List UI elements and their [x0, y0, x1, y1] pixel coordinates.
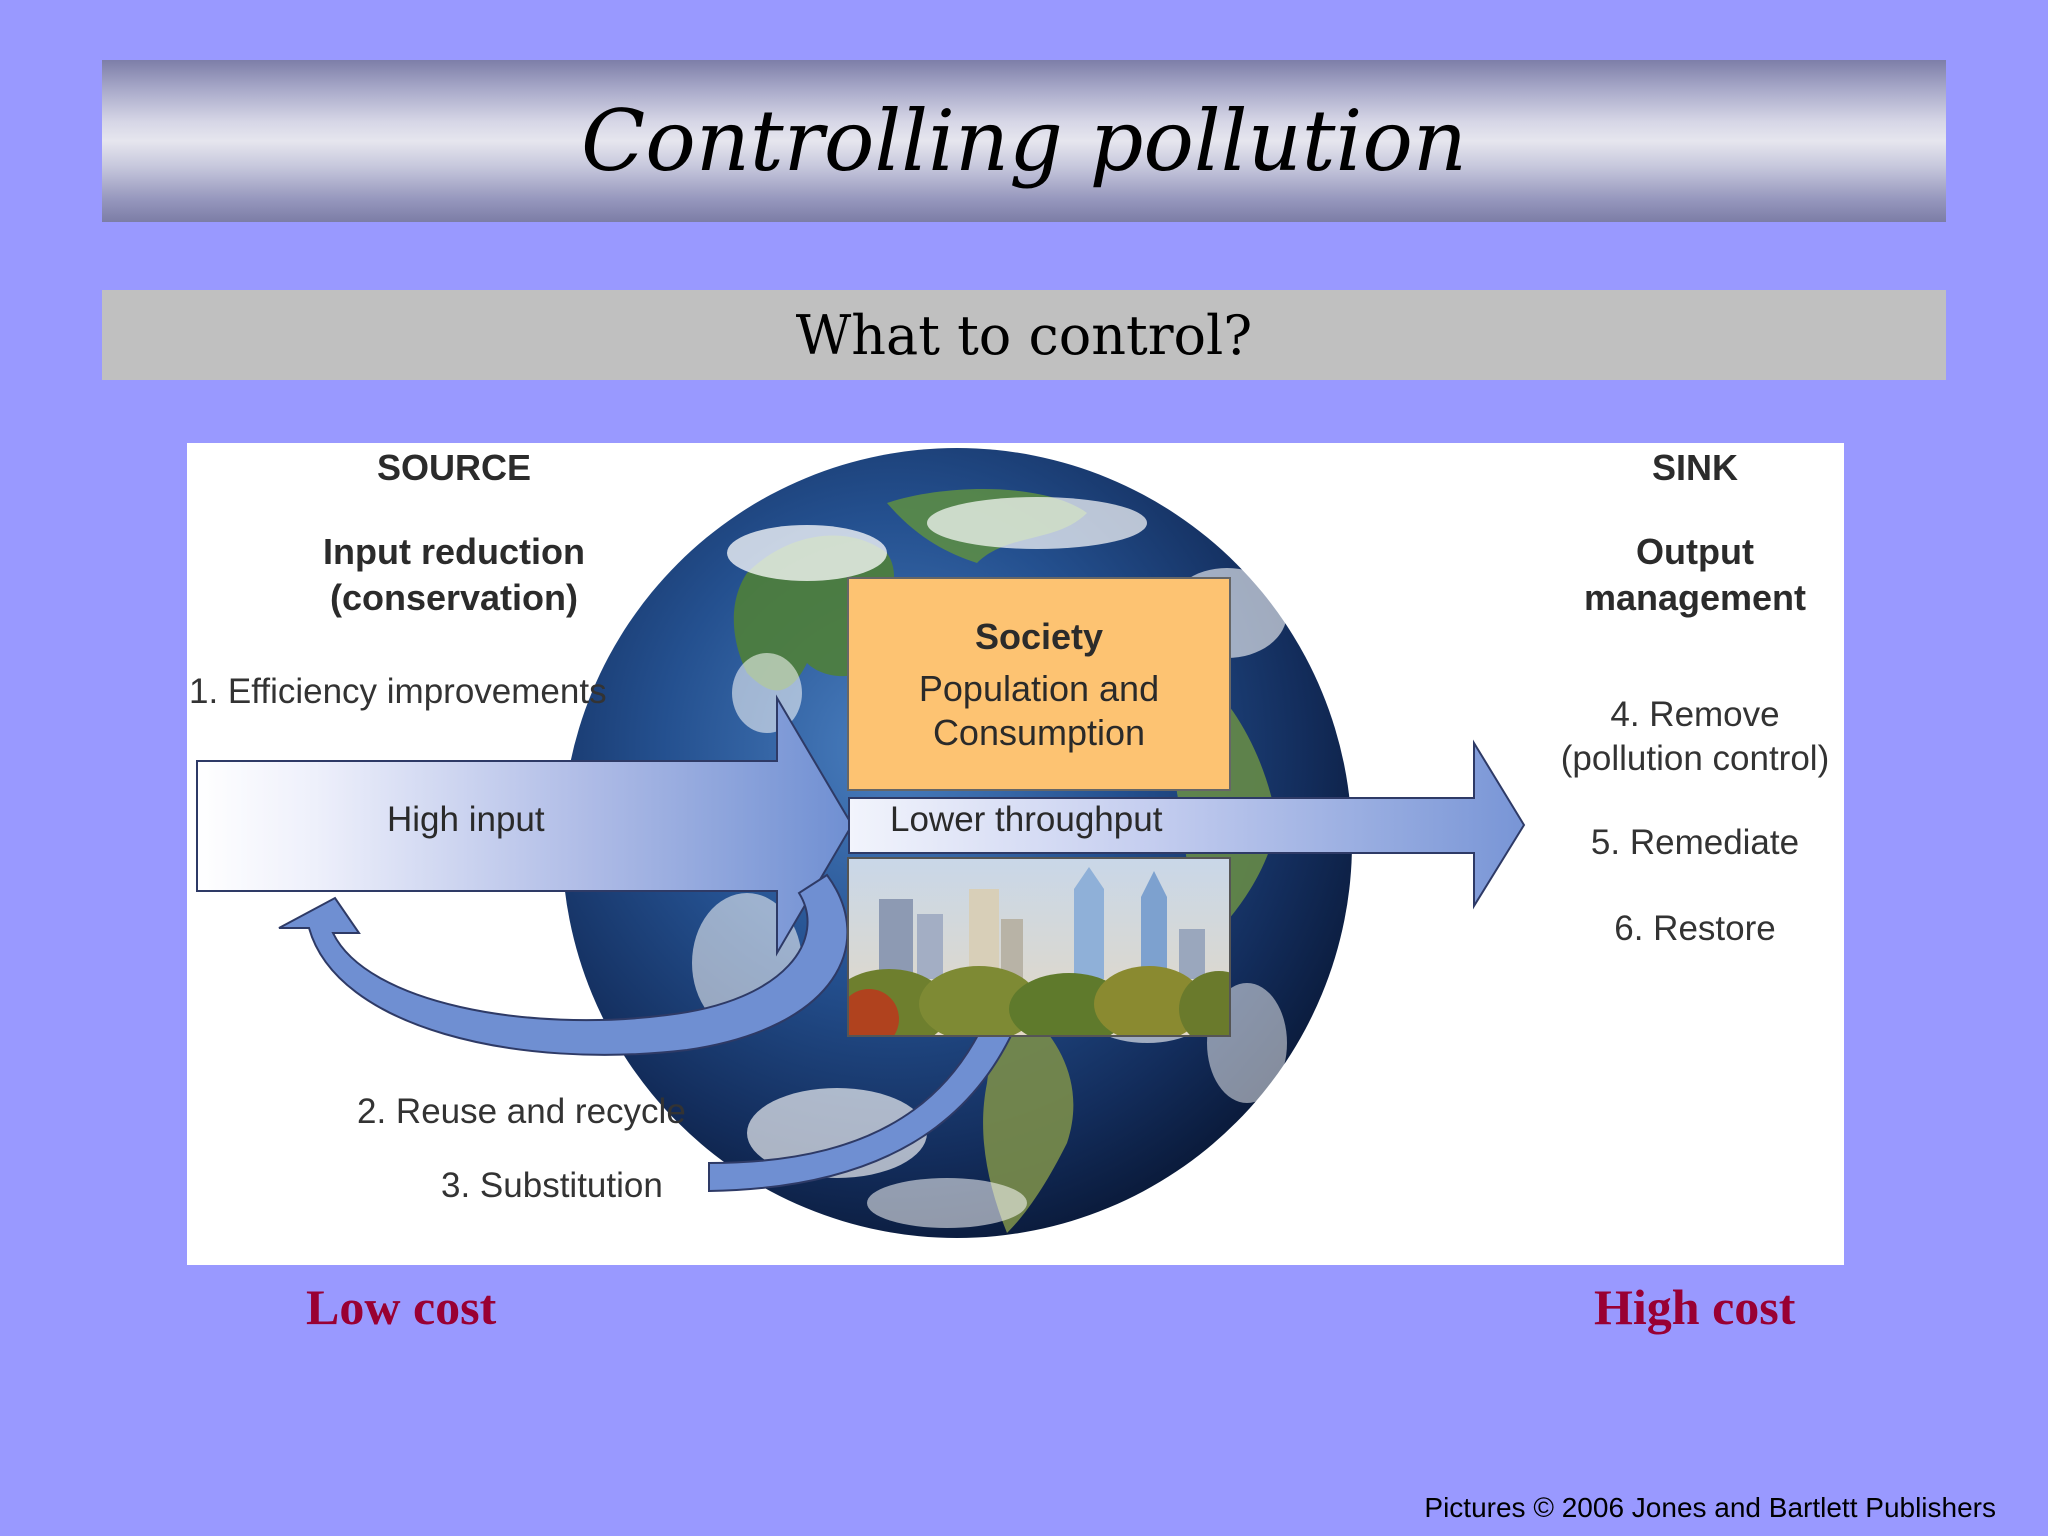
reuse-recycle-arrow	[278, 873, 849, 1056]
sink-heading: SINK	[1651, 447, 1739, 488]
source-heading: SOURCE	[376, 447, 532, 488]
source-strategy-line1: Input reduction	[323, 531, 585, 572]
image-credit: Pictures © 2006 Jones and Bartlett Publi…	[1424, 1492, 1996, 1523]
slide-title: Controlling pollution	[580, 92, 1468, 190]
sink-item-remediate: 5. Remediate	[1590, 823, 1800, 862]
society-line2: Consumption	[932, 712, 1146, 753]
sink-strategy-line2: management	[1583, 577, 1807, 618]
society-line1: Population and	[918, 668, 1160, 709]
lower-throughput-label: Lower throughput	[890, 800, 1163, 839]
subtitle-bar: What to control?	[102, 290, 1946, 380]
sink-strategy-line1: Output	[1636, 531, 1754, 572]
source-strategy-line2: (conservation)	[329, 577, 579, 618]
low-cost-label: Low cost	[306, 1279, 497, 1335]
source-item-reuse: 2. Reuse and recycle	[357, 1092, 686, 1131]
pollution-control-diagram: SOURCE Input reduction (conservation) 1.…	[187, 443, 1844, 1265]
source-item-substitution: 3. Substitution	[441, 1166, 663, 1205]
title-bar: Controlling pollution	[102, 60, 1946, 222]
high-cost-label: High cost	[1594, 1279, 1796, 1335]
source-item-efficiency: 1. Efficiency improvements	[189, 672, 607, 711]
society-title: Society	[974, 616, 1104, 657]
sink-item-restore: 6. Restore	[1614, 909, 1776, 948]
sink-item-pollution-control: (pollution control)	[1560, 739, 1830, 778]
lower-throughput-arrow	[848, 739, 1526, 910]
city-skyline-image	[847, 857, 1231, 1037]
society-box	[847, 577, 1231, 791]
high-input-label: High input	[387, 800, 545, 839]
sink-item-remove: 4. Remove	[1610, 695, 1780, 734]
slide-subtitle: What to control?	[795, 303, 1253, 367]
